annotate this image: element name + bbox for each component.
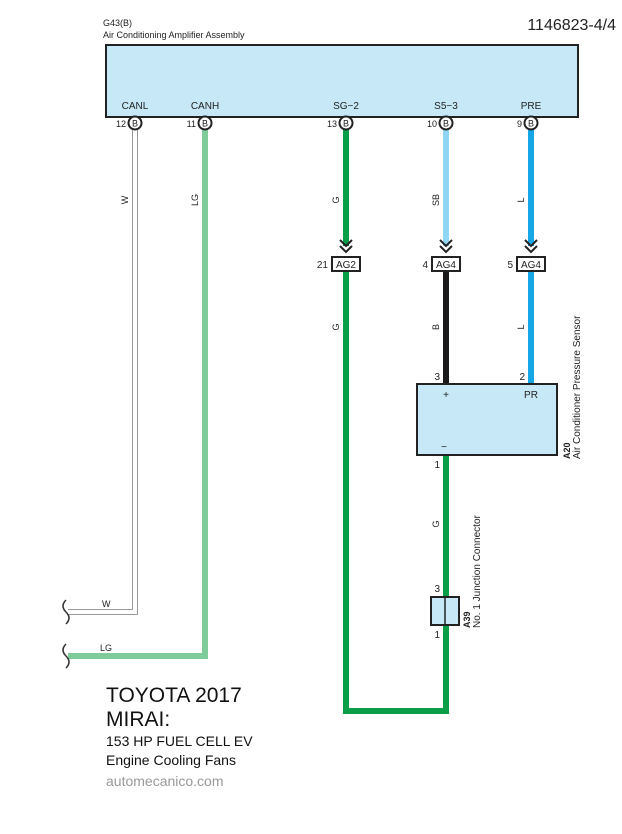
junction-pin-top: 3 (434, 584, 440, 595)
off-page-wire-w-label: W (102, 599, 111, 609)
footer-subtitle: 153 HP FUEL CELL EV (106, 733, 253, 749)
wire-color-label: LG (190, 194, 200, 206)
wire-color-label: L (516, 324, 526, 329)
connector-box-ag2 (331, 256, 361, 272)
wire-color-label: G (331, 196, 341, 203)
pin-number: 9 (517, 119, 522, 129)
sensor-code: A20 (562, 442, 572, 459)
sensor-pin-plus-label: + (443, 390, 449, 401)
connector-pin-number: 5 (507, 260, 513, 271)
amplifier-pins: B B B B B 12 11 13 10 9 (116, 115, 539, 131)
pin-circle (338, 115, 354, 131)
pin-number: 13 (327, 119, 337, 129)
amplifier-box (105, 44, 579, 118)
pin-number: 12 (116, 119, 126, 129)
sensor-pin-minus-label: − (441, 442, 447, 453)
terminal-canl: CANL (122, 101, 149, 112)
connector-pin-number: 21 (317, 260, 329, 271)
connector-label: AG4 (436, 260, 456, 271)
junction-pin-bottom: 1 (434, 630, 440, 641)
pin-connector: B (202, 119, 208, 129)
sensor-pin-pr-label: PR (524, 390, 538, 401)
connector-label: AG2 (336, 260, 356, 271)
connector-box-ag4 (516, 256, 546, 272)
pin-connector: B (443, 119, 449, 129)
pin-circle (523, 115, 539, 131)
wire-color-label: B (431, 324, 441, 330)
chevron-down-icon (339, 239, 353, 254)
sensor-pin-pr-number: 2 (519, 372, 525, 383)
off-page-wire-lg-label: LG (100, 643, 112, 653)
wire-color-label: L (516, 197, 526, 202)
pin-connector: B (528, 119, 534, 129)
pin-circle (127, 115, 143, 131)
terminal-s53: S5−3 (434, 101, 458, 112)
sensor-pin-minus-number: 1 (434, 460, 440, 471)
wire-color-label: G (331, 323, 341, 330)
terminal-canh: CANH (191, 101, 219, 112)
connector-label: AG4 (521, 260, 541, 271)
wire-color-label: G (431, 520, 441, 527)
pin-number: 11 (187, 119, 196, 129)
wire-w (68, 128, 137, 614)
sensor-pin-plus-number: 3 (434, 372, 440, 383)
footer-title-line2: MIRAI: (106, 708, 171, 731)
diagram-id: 1146823-4/4 (527, 17, 616, 34)
wire-color-label: W (120, 195, 130, 204)
wire-g-lower (343, 272, 449, 714)
junction-code: A39 (462, 611, 472, 628)
terminal-pre: PRE (521, 101, 542, 112)
inline-connectors: AG2 AG4 AG4 21 4 5 (317, 239, 546, 272)
wires (68, 128, 534, 714)
terminal-sg2: SG−2 (333, 101, 359, 112)
junction-name: No. 1 Junction Connector (472, 514, 483, 628)
sensor-box (416, 383, 558, 456)
amplifier-code: G43(B) (103, 18, 132, 28)
connector-box-ag4 (431, 256, 461, 272)
footer-site: automecanico.com (106, 773, 224, 789)
wire-color-label: SB (431, 194, 441, 206)
pin-number: 10 (427, 119, 437, 129)
wire-lg (68, 128, 208, 659)
off-page-break-lg (62, 643, 70, 669)
footer-title-line1: TOYOTA 2017 (106, 684, 242, 707)
sensor-name: Air Conditioner Pressure Sensor (572, 315, 583, 459)
amplifier-name: Air Conditioning Amplifier Assembly (103, 30, 245, 40)
footer: TOYOTA 2017 MIRAI: 153 HP FUEL CELL EV E… (106, 684, 253, 791)
off-page-break-w (62, 599, 70, 625)
pin-circle (197, 115, 213, 131)
footer-section: Engine Cooling Fans (106, 752, 236, 768)
chevron-down-icon (524, 239, 538, 254)
chevron-down-icon (439, 239, 453, 254)
pin-circle (438, 115, 454, 131)
connector-pin-number: 4 (422, 260, 428, 271)
pin-connector: B (132, 119, 138, 129)
pin-connector: B (343, 119, 349, 129)
